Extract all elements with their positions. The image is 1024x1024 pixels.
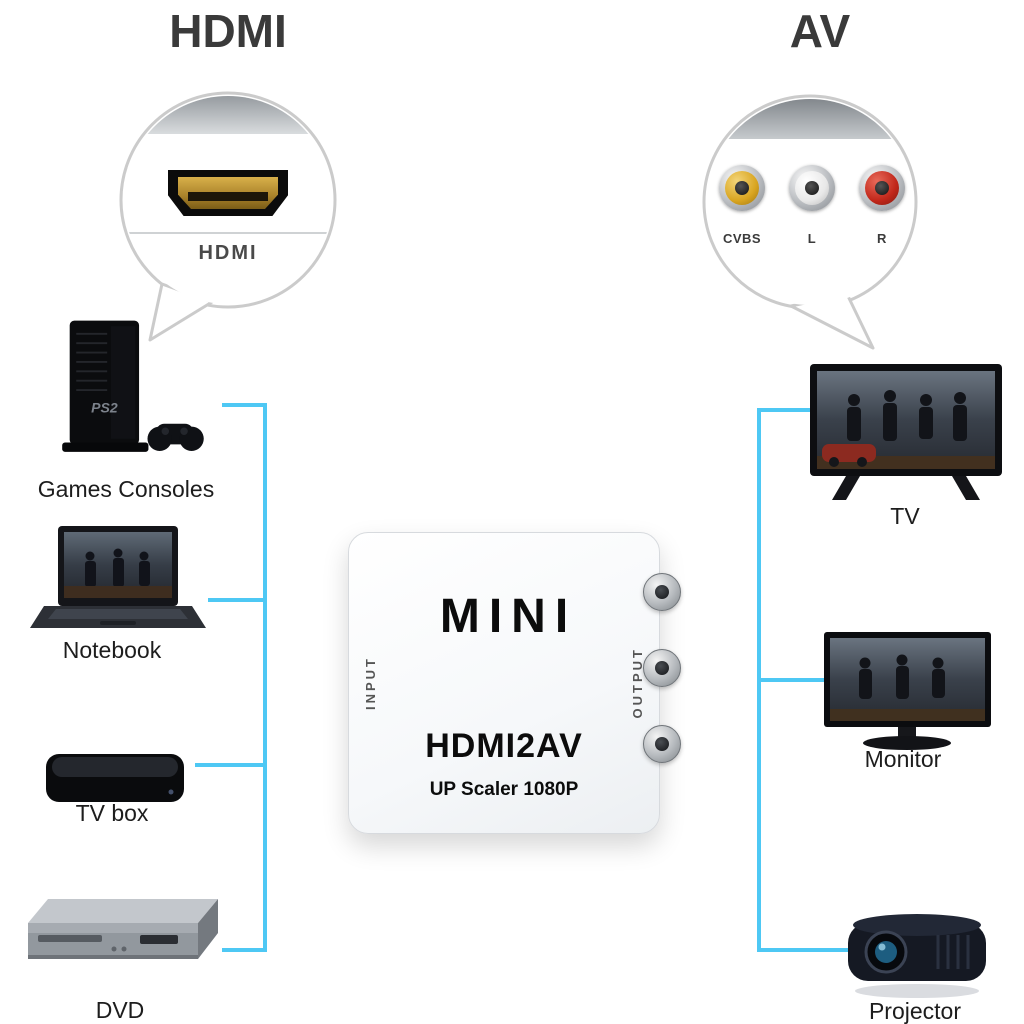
- hdmi-port-slot: [188, 192, 268, 201]
- tv-device: [806, 360, 1006, 510]
- converter-rca-jack-1: [643, 573, 681, 611]
- input-bus-line: [263, 403, 267, 952]
- hdmi-heading: HDMI: [169, 5, 287, 57]
- converter-brand: MINI: [439, 590, 578, 643]
- dvd-device: [22, 885, 222, 990]
- rca-jack-red-icon: [859, 165, 905, 211]
- av-heading: AV: [789, 5, 851, 57]
- monitor-device: [820, 628, 995, 753]
- converter-rca-jack-2: [643, 649, 681, 687]
- games-console-device: PS2: [45, 315, 205, 465]
- av-device-edge: [707, 99, 913, 139]
- converter-model: HDMI2AV: [425, 727, 583, 765]
- source-label-tv-box: TV box: [75, 800, 149, 826]
- projector-device: [842, 895, 992, 1005]
- rca-jack-cvbs: CVBS: [712, 165, 772, 246]
- connector-tv: [757, 408, 812, 412]
- dvd-illustration: [28, 899, 218, 959]
- connector-dvd: [222, 948, 267, 952]
- projector-illustration: [848, 914, 986, 998]
- rca-jack-left-audio: L: [782, 165, 842, 246]
- source-label-dvd: DVD: [95, 997, 145, 1023]
- panel-seam: [124, 232, 332, 234]
- source-label-games-consoles: Games Consoles: [37, 476, 215, 502]
- hdmi-device-edge: [124, 96, 332, 134]
- sink-label-projector: Projector: [868, 998, 962, 1024]
- games-console-illustration: PS2: [62, 320, 204, 452]
- hdmi-bubble-content: HDMI: [124, 96, 332, 304]
- tv-box-illustration: [46, 754, 184, 802]
- rca-jack-yellow-icon: [719, 165, 765, 211]
- rca-label-cvbs: CVBS: [722, 231, 762, 246]
- converter-subtitle: UP Scaler 1080P: [429, 779, 579, 800]
- sink-label-monitor: Monitor: [864, 746, 942, 772]
- converter-output-label: OUTPUT: [630, 647, 645, 719]
- rca-label-r: R: [877, 231, 887, 246]
- converter-input-label: INPUT: [363, 656, 378, 710]
- rca-label-l: L: [807, 231, 817, 246]
- notebook-illustration: [30, 526, 206, 628]
- source-label-notebook: Notebook: [62, 637, 162, 663]
- connector-monitor: [757, 678, 828, 682]
- converter-rca-jack-3: [643, 725, 681, 763]
- hdmi2av-converter: MINI HDMI2AV UP Scaler 1080P INPUT OUTPU…: [348, 532, 681, 834]
- connector-games-console: [222, 403, 267, 407]
- notebook-device: [28, 522, 208, 637]
- tv-illustration: [810, 364, 1002, 500]
- connector-tv-box: [195, 763, 267, 767]
- hdmi-port-label: HDMI: [198, 242, 258, 264]
- ps2-logo: PS2: [91, 400, 118, 416]
- rca-jack-right-audio: R: [852, 165, 912, 246]
- rca-jack-white-icon: [789, 165, 835, 211]
- monitor-illustration: [824, 632, 991, 750]
- connector-projector: [757, 948, 848, 952]
- connector-notebook: [208, 598, 267, 602]
- av-bubble-content: CVBS L R: [707, 99, 913, 305]
- sink-label-tv: TV: [890, 503, 920, 529]
- tv-box-device: [40, 740, 190, 812]
